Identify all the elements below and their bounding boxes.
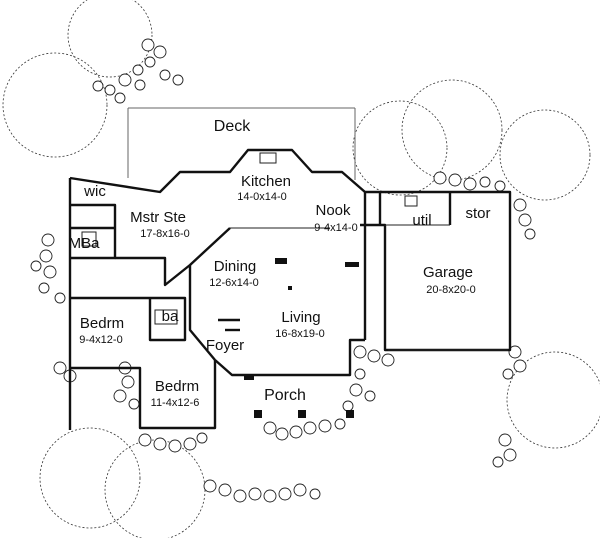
- util-label: util: [412, 212, 431, 229]
- tree-icon: [401, 79, 503, 181]
- ba-label: ba: [162, 308, 179, 325]
- nook-dims: 9-4x14-0: [314, 222, 357, 234]
- wic-label: wic: [83, 183, 106, 200]
- tree-icon: [2, 52, 108, 158]
- bedrm-1-dims: 9-4x12-0: [79, 334, 122, 346]
- tree-icon: [499, 109, 591, 201]
- tree-icon: [506, 351, 600, 449]
- column-icon: [288, 286, 292, 290]
- counter-icon: [345, 262, 359, 267]
- utility-sink-icon: [404, 195, 418, 207]
- porch-post-icon: [298, 410, 306, 418]
- shrub-cluster-east: [342, 345, 395, 412]
- foyer-label: Foyer: [206, 337, 244, 354]
- kitchen-sink-icon: [259, 152, 277, 164]
- tree-icon: [39, 427, 141, 529]
- shrub-cluster-west: [30, 233, 66, 304]
- tree-icon: [104, 439, 206, 538]
- kitchen-dims: 14-0x14-0: [237, 191, 287, 203]
- tree-icon: [67, 0, 153, 78]
- deck: [127, 107, 356, 180]
- porch-label: Porch: [264, 387, 306, 404]
- living-dims: 16-8x19-0: [275, 328, 325, 340]
- dining-dims: 12-6x14-0: [209, 277, 259, 289]
- shrub-cluster-northeast: [433, 171, 536, 240]
- shrub-cluster-garage-south: [492, 345, 527, 468]
- landscape-shrubs: [30, 38, 536, 503]
- garage-dims: 20-8x20-0: [426, 284, 476, 296]
- deck-label: Deck: [214, 118, 251, 135]
- dining-label: Dining: [214, 258, 257, 275]
- tub-icon: [81, 231, 97, 247]
- shrub-cluster-porch: [263, 418, 346, 441]
- tree-icon: [352, 100, 448, 196]
- fireplace-icon: [275, 258, 287, 264]
- bedrm-2-dims: 11-4x12-6: [151, 397, 200, 409]
- shrub-cluster-north: [92, 38, 184, 104]
- bedrm-1-label: Bedrm: [80, 315, 124, 332]
- mba-label: MBa: [69, 235, 101, 252]
- living-label: Living: [281, 309, 320, 326]
- garage-label: Garage: [423, 264, 473, 281]
- bath-tub-icon: [154, 309, 178, 325]
- shrub-cluster-south: [138, 432, 321, 503]
- porch-post-icon: [346, 410, 354, 418]
- porch-post-icon: [254, 410, 262, 418]
- mstr-ste-label: Mstr Ste: [130, 209, 186, 226]
- mstr-ste-dims: 17-8x16-0: [140, 228, 190, 240]
- kitchen-label: Kitchen: [241, 173, 291, 190]
- interior-walls: [70, 192, 452, 361]
- nook-label: Nook: [315, 202, 351, 219]
- porch-post-icon: [244, 374, 254, 380]
- stor-label: stor: [465, 205, 490, 222]
- fixtures: [81, 152, 418, 418]
- bedrm-2-label: Bedrm: [155, 378, 199, 395]
